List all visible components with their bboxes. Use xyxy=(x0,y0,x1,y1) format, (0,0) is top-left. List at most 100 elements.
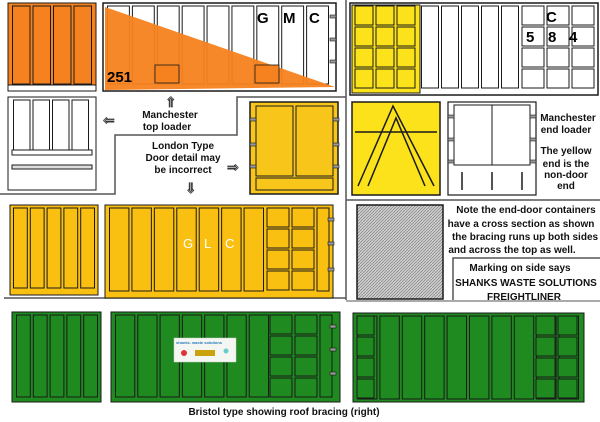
glc-side-panel xyxy=(109,207,130,292)
glc-letter: C xyxy=(225,236,234,251)
hinge-icon xyxy=(329,324,337,329)
marking-note: FREIGHTLINER xyxy=(487,292,562,303)
london-type-label: be incorrect xyxy=(154,165,212,176)
hinge-icon xyxy=(329,371,337,376)
bristol-roof-panel xyxy=(424,315,445,400)
glc-end-post xyxy=(316,207,330,292)
hinge-icon xyxy=(332,117,340,122)
bristol-side-panel xyxy=(248,314,269,398)
glc-side-panel xyxy=(221,207,242,292)
c584-digit: 4 xyxy=(569,29,578,46)
grid-panel xyxy=(571,47,595,68)
hinge-icon xyxy=(249,164,257,169)
c584-side-panel xyxy=(501,5,519,89)
bristol-roof-panel xyxy=(446,315,468,400)
glc-side-panel xyxy=(153,207,175,292)
hinge-icon xyxy=(327,267,335,272)
bristol-end-panel xyxy=(66,314,82,398)
cross-section-view xyxy=(356,204,444,300)
grid-panel xyxy=(291,249,315,270)
london-type-label: Door detail may xyxy=(145,153,220,164)
yellow-end-note: non-door xyxy=(544,170,588,181)
glc-side-panel xyxy=(198,207,220,292)
c584-side-panel xyxy=(461,5,479,89)
grid-panel xyxy=(375,68,395,89)
glc-letter: L xyxy=(204,236,211,251)
hinge-icon xyxy=(329,14,337,19)
hinge-icon xyxy=(529,137,537,142)
container-number-251: 251 xyxy=(107,69,132,86)
hinge-icon xyxy=(327,241,335,246)
c584-side-panel xyxy=(421,5,439,89)
orange-end-panel xyxy=(32,5,51,85)
grid-panel xyxy=(557,357,578,378)
marking-note: SHANKS WASTE SOLUTIONS xyxy=(455,278,597,289)
grid-panel xyxy=(269,314,293,335)
grid-panel xyxy=(521,5,545,26)
grid-panel xyxy=(269,377,293,398)
c584-side-panel xyxy=(441,5,459,89)
c584-side-panel xyxy=(481,5,499,89)
grid-panel xyxy=(354,5,374,26)
grid-panel xyxy=(354,26,374,47)
grid-panel xyxy=(266,228,290,249)
bristol-caption: Bristol type showing roof bracing (right… xyxy=(188,407,379,418)
bristol-roof-panel xyxy=(379,315,400,400)
c584-digit: 5 xyxy=(526,29,534,46)
arrow-left-icon: ⇐ xyxy=(103,113,115,129)
top-loader-rail xyxy=(11,149,93,156)
grid-panel xyxy=(535,336,556,357)
end-door-note: have a cross section as shown xyxy=(448,219,595,230)
grid-panel xyxy=(294,335,318,356)
grid-panel xyxy=(521,26,545,47)
grid-panel xyxy=(354,47,374,68)
manchester-top-loader-label: Manchester xyxy=(142,110,198,121)
hinge-icon xyxy=(249,117,257,122)
grid-panel xyxy=(266,207,290,228)
bristol-end-panel xyxy=(49,314,65,398)
hinge-icon xyxy=(332,164,340,169)
grid-panel xyxy=(571,26,595,47)
a-frame-end-view xyxy=(351,101,441,196)
manchester-end-loader-label: end loader xyxy=(541,125,592,136)
grid-panel xyxy=(396,47,416,68)
grid-panel xyxy=(266,270,290,291)
orange-end-panel xyxy=(53,5,72,85)
hinge-icon xyxy=(447,159,455,164)
hinge-icon xyxy=(249,142,257,147)
bristol-end-panel xyxy=(32,314,48,398)
grid-panel xyxy=(294,377,318,398)
gmc-letter: C xyxy=(309,10,320,27)
grid-panel xyxy=(546,68,570,89)
grid-panel xyxy=(557,336,578,357)
divider-marking-box xyxy=(452,257,600,300)
hinge-icon xyxy=(329,347,337,352)
glc-letter: G xyxy=(183,236,193,251)
glc-end-panel xyxy=(80,207,95,289)
gmc-letter: G xyxy=(257,10,269,27)
grid-panel xyxy=(291,207,315,228)
grid-panel xyxy=(266,249,290,270)
arrow-right-icon: ⇒ xyxy=(227,160,239,176)
gmc-letter: M xyxy=(283,10,296,27)
hinge-icon xyxy=(447,114,455,119)
a-frame-bracing xyxy=(355,104,437,187)
top-loader-end-post xyxy=(52,99,70,151)
top-loader-end-post xyxy=(71,99,89,151)
grid-panel xyxy=(294,356,318,377)
yellow-end-note: end xyxy=(557,181,575,192)
grid-panel xyxy=(375,26,395,47)
hinge-icon xyxy=(529,114,537,119)
bristol-end-post xyxy=(319,314,333,398)
yellow-end-note: end is the xyxy=(543,159,590,170)
shanks-logo xyxy=(173,337,237,363)
glc-end-panel xyxy=(63,207,79,289)
bristol-end-panel xyxy=(16,314,31,398)
hinge-icon xyxy=(327,217,335,222)
glc-end-panel xyxy=(46,207,62,289)
end-door-note: the bracing runs up both sides xyxy=(452,232,599,243)
orange-end-panel xyxy=(73,5,92,85)
end-door-note: and across the top as well. xyxy=(448,245,575,256)
london-door-right xyxy=(295,105,334,177)
